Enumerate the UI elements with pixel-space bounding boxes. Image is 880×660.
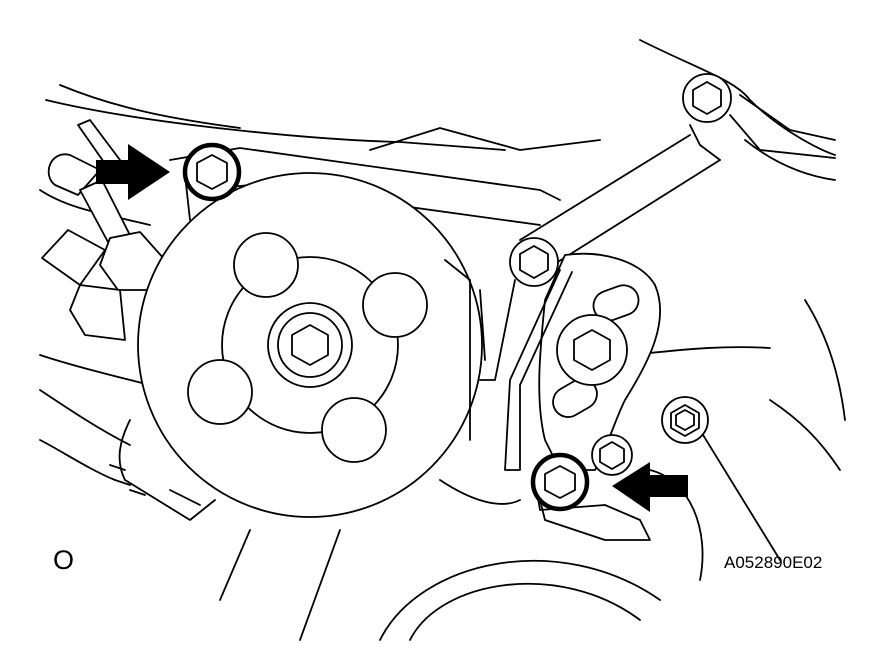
lower-bolt-pointer-arrow (612, 462, 688, 512)
hose-connector (41, 119, 216, 521)
lower-mounting-bolt (530, 452, 651, 541)
engine-block-outline (39, 39, 846, 641)
adjusting-strut (509, 73, 836, 287)
upper-bolt-pointer-arrow (96, 144, 170, 200)
view-label: O (53, 545, 75, 575)
background-bolt (591, 434, 633, 476)
pump-bracket (479, 252, 662, 471)
lower-right-nut (661, 396, 709, 444)
upper-mounting-bolt (182, 142, 242, 202)
pulley (137, 172, 486, 518)
figure-code: A052890E02 (724, 553, 823, 572)
